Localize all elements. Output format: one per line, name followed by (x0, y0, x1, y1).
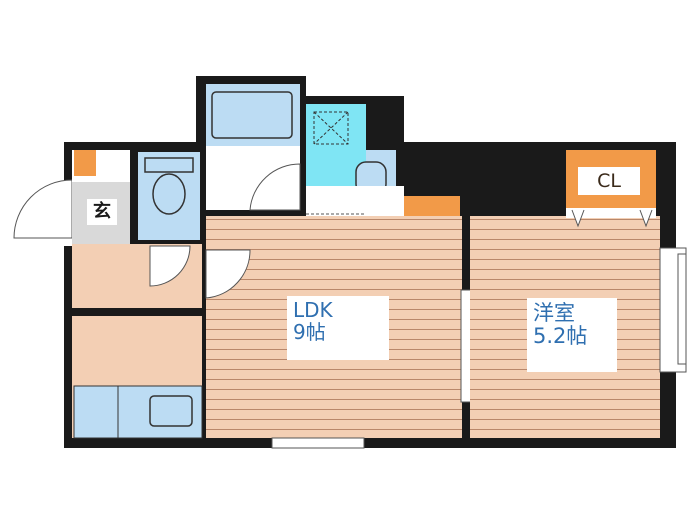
ldk-size: 9帖 (293, 319, 326, 344)
partition-sliding-door (460, 289, 472, 403)
entrance-label: 玄 (87, 199, 117, 225)
sink (149, 395, 193, 427)
shoe-cabinet (74, 150, 96, 176)
entrance-door-swing (13, 179, 73, 239)
western-room-name: 洋室 (533, 301, 575, 325)
western-room-label: 洋室 5.2帖 (527, 298, 617, 372)
ldk-label: LDK 9帖 (287, 296, 389, 360)
toilet-tank (144, 157, 194, 173)
closet-door (566, 208, 656, 218)
closet-door-marks (571, 209, 653, 228)
ldk-notch (306, 186, 404, 216)
balcony-door (677, 253, 687, 365)
ldk-top-strip (404, 196, 460, 216)
toilet-door-swing (149, 245, 191, 287)
toilet-bowl (152, 173, 186, 215)
closet-label: CL (578, 167, 640, 195)
ldk-door-swing (205, 249, 251, 299)
bathtub (211, 91, 293, 139)
bath-door-swing (249, 163, 301, 211)
ldk-name: LDK (293, 298, 333, 322)
ldk-window (271, 437, 365, 449)
western-room-size: 5.2帖 (533, 323, 588, 348)
